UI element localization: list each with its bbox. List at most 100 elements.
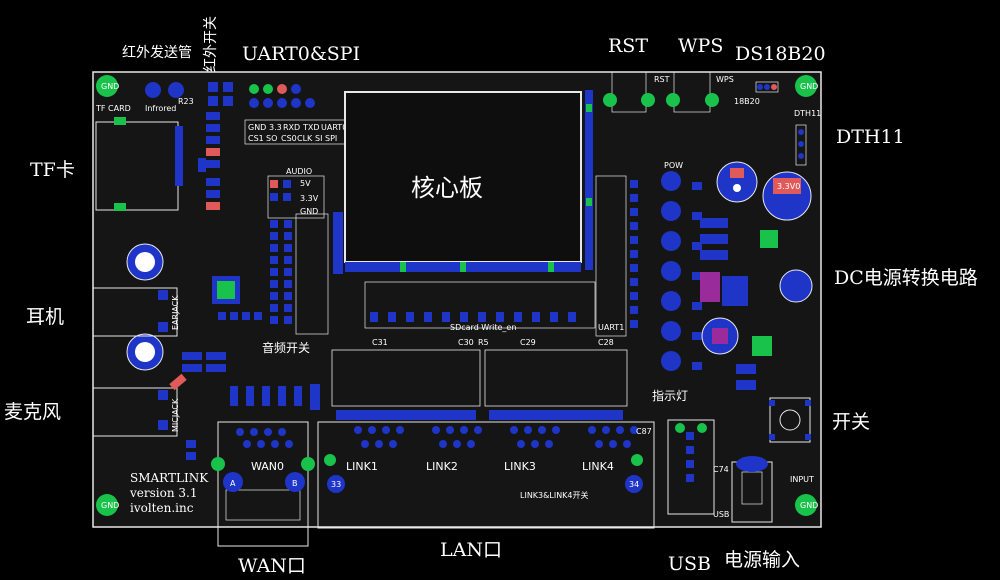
r5-silk: R5 xyxy=(478,338,489,347)
wps-silk: WPS xyxy=(716,75,734,84)
dth11-label: DTH11 xyxy=(836,126,905,148)
audio-switch-pads xyxy=(218,312,262,320)
ir-tube-label: 红外发送管 xyxy=(122,45,192,61)
earjack-silk: EARJACK xyxy=(171,295,180,330)
switch-label: 开关 xyxy=(832,411,870,433)
audio-codec-pad xyxy=(217,281,235,299)
infrared-silk: Infrored xyxy=(145,104,176,113)
tf-card-slot: TF CARD xyxy=(95,104,183,211)
dth11-silk: DTH11 xyxy=(794,109,821,118)
audio-33v: 3.3V xyxy=(300,194,319,203)
gpio-right-column: UART1 xyxy=(595,175,638,337)
earjack: EARJACK xyxy=(92,287,180,337)
mic-led xyxy=(169,373,187,391)
c29-silk: C29 xyxy=(520,338,536,347)
tf-card-silk: TF CARD xyxy=(95,104,131,113)
pow-silk: POW xyxy=(664,161,683,170)
usb-silk: USB xyxy=(713,510,729,519)
input-silk: INPUT xyxy=(790,475,814,484)
company-text: ivolten.inc xyxy=(130,501,194,515)
spi-pin-label: CS0 xyxy=(281,134,297,143)
microphone-label: 麦克风 xyxy=(4,401,61,423)
power-input-jack: INPUT xyxy=(731,456,814,523)
uart-spi-label: UART0&SPI xyxy=(242,43,360,65)
spi-pin-label: CS1 xyxy=(248,134,264,143)
uart-pin-label: GND xyxy=(248,123,266,132)
wps-button: WPS xyxy=(666,71,734,113)
ethernet-transformers: C31 C30 R5 C29 C28 SDcard Write_en xyxy=(331,323,628,420)
usb-label: USB xyxy=(668,553,711,575)
link34-switch-silk: LINK3&LINK4开关 xyxy=(520,490,589,500)
wan0-silk: WAN0 xyxy=(251,460,284,473)
audio-switch-label: 音频开关 xyxy=(262,340,310,355)
power-switch xyxy=(769,397,811,443)
dc-converter-label: DC电源转换电路 xyxy=(834,267,978,289)
link1-silk: LINK1 xyxy=(346,460,378,473)
core-board-module: 核心板 xyxy=(333,90,593,274)
c28-silk: C28 xyxy=(598,338,614,347)
uart-pin-label: 3.3 xyxy=(269,123,282,132)
link2-silk: LINK2 xyxy=(426,460,458,473)
hole-34: 34 xyxy=(629,480,639,489)
gpio-bottom-row xyxy=(364,281,596,329)
core-board-title: 核心板 xyxy=(411,174,483,202)
ir-switch-label: 红外开关 xyxy=(203,16,219,72)
micjack-silk: MICJACK xyxy=(171,398,180,432)
brand-text: SMARTLINK xyxy=(130,471,209,485)
lan-port-label: LAN口 xyxy=(440,539,502,561)
dth11-header: DTH11 xyxy=(794,109,821,166)
ir-led-pad xyxy=(145,82,161,98)
tf-card-label: TF卡 xyxy=(30,159,75,181)
gnd-label-br: GND xyxy=(800,501,818,510)
micjack: MICJACK xyxy=(92,387,180,437)
gnd-label-bl: GND xyxy=(101,501,119,510)
rst-label: RST xyxy=(608,35,648,57)
c74-silk: C74 xyxy=(713,465,729,474)
usb-port: USB C74 xyxy=(667,419,729,519)
spi-pin-label: CLK xyxy=(297,134,313,143)
indicator-leds: POW 指示灯 xyxy=(652,161,702,403)
uart-spi-header: GND 3.3 RXD TXD UART0 CS1 SO CS0 CLK SI … xyxy=(244,84,347,145)
lan-port: 33 34 LINK1 LINK2 LINK3 LINK4 LINK3&LINK… xyxy=(317,421,655,529)
hole-33: 33 xyxy=(331,480,341,489)
wan-b-silk: B xyxy=(292,479,298,488)
spi-pin-label: SO xyxy=(266,134,277,143)
version-text: version 3.1 xyxy=(129,486,197,500)
uart-pin-label: RXD xyxy=(283,123,300,132)
uart-pin-label: UART0 xyxy=(321,123,347,132)
18b20-silk: 18B20 xyxy=(734,97,760,106)
gnd-label-tl: GND xyxy=(101,82,119,91)
passive-components-mid xyxy=(182,352,320,460)
ir-led-pad xyxy=(168,82,184,98)
link4-silk: LINK4 xyxy=(582,460,614,473)
corner-holes: GND GND GND GND xyxy=(96,75,818,516)
link3-silk: LINK3 xyxy=(504,460,536,473)
dc-converter: 3.3V0 xyxy=(700,161,813,390)
indicator-label: 指示灯 xyxy=(652,388,688,403)
cap-33v-silk: 3.3V0 xyxy=(777,182,800,191)
audio-5v: 5V xyxy=(300,179,311,188)
ds18b20-header: 18B20 xyxy=(734,81,779,106)
spi-pin-label: SI xyxy=(315,134,322,143)
audio-silk: AUDIO xyxy=(286,167,312,176)
ir-switch-header xyxy=(208,82,233,106)
rst-silk: RST xyxy=(654,75,670,84)
audio-gnd: GND xyxy=(300,207,318,216)
wan-port-label: WAN口 xyxy=(238,555,306,577)
wan-port: WAN0 A B xyxy=(211,421,315,547)
c31-silk: C31 xyxy=(372,338,388,347)
power-input-label: 电源输入 xyxy=(724,549,800,571)
c87-silk: C87 xyxy=(636,427,652,436)
c30-silk: C30 xyxy=(458,338,474,347)
sdcard-silk: SDcard Write_en xyxy=(450,323,516,332)
earphone-label: 耳机 xyxy=(26,306,64,328)
uart-pin-label: TXD xyxy=(302,123,320,132)
spi-pin-label: SPI xyxy=(325,134,337,143)
electrolytic-caps-left xyxy=(126,243,164,371)
resistor-column xyxy=(198,112,220,210)
rst-button: RST xyxy=(603,71,670,113)
gnd-label-tr: GND xyxy=(800,82,818,91)
r23-silk: R23 xyxy=(178,97,194,106)
uart1-silk: UART1 xyxy=(598,323,624,332)
